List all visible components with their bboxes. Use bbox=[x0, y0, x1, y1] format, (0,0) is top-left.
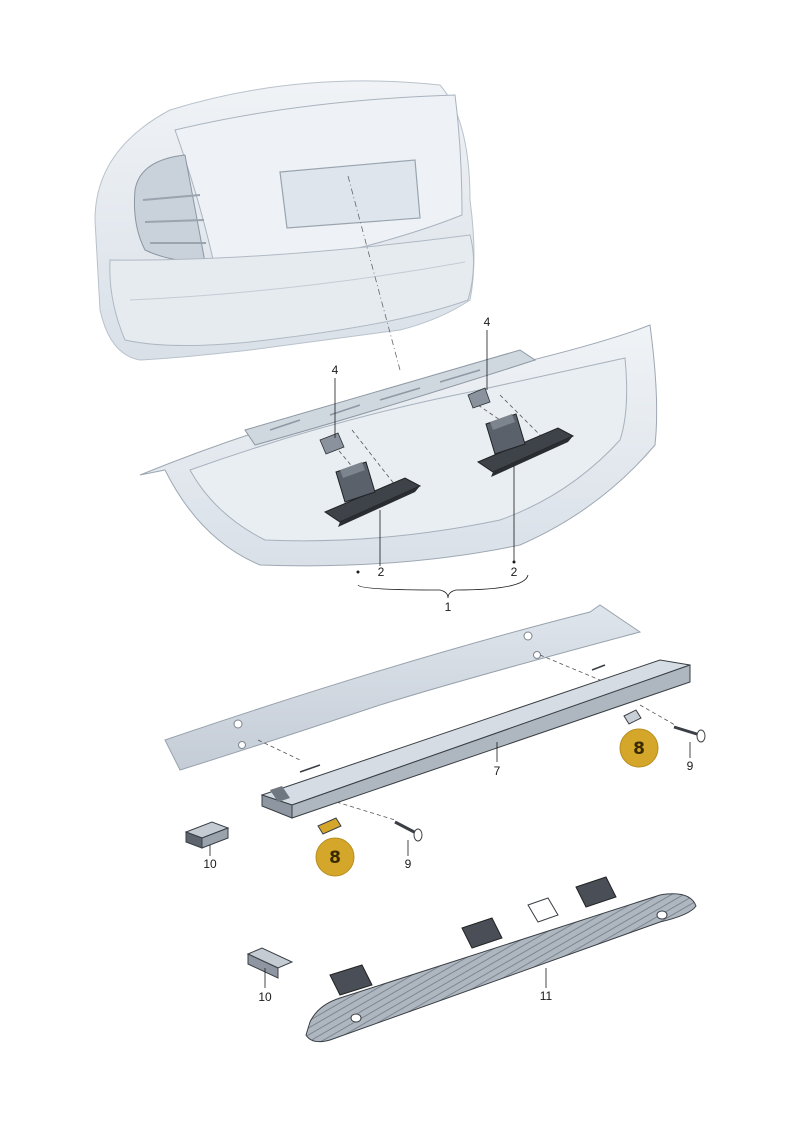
led-bar-part-11 bbox=[305, 876, 697, 1043]
callout-9-left: 9 bbox=[405, 857, 412, 871]
nut-part-8-left bbox=[317, 817, 342, 835]
clip-part-4-right bbox=[467, 387, 491, 409]
callout-2-right: 2 bbox=[511, 565, 518, 579]
callout-4-right: 4 bbox=[484, 315, 491, 329]
backing-panel bbox=[164, 604, 642, 771]
callout-2-left: 2 bbox=[378, 565, 385, 579]
car-rear-body bbox=[94, 80, 475, 361]
trim-panel bbox=[139, 324, 658, 567]
bulb-holder-part-10-upper bbox=[184, 821, 230, 849]
badge-8-right[interactable]: 8 bbox=[619, 728, 659, 768]
nut-part-8-right bbox=[623, 709, 642, 725]
plate-light-part-2-right bbox=[476, 413, 575, 477]
callout-7: 7 bbox=[494, 764, 501, 778]
badge-8-right-label: 8 bbox=[633, 739, 645, 759]
screw-part-9-right bbox=[673, 725, 706, 743]
axis-line bbox=[347, 175, 401, 371]
callout-10-lower: 10 bbox=[258, 990, 272, 1004]
plate-light-part-2-left bbox=[323, 461, 422, 527]
badge-8-left[interactable]: 8 bbox=[315, 837, 355, 877]
screw-part-9-left bbox=[394, 820, 423, 842]
callout-10-upper: 10 bbox=[203, 857, 217, 871]
callout-1: 1 bbox=[445, 600, 452, 614]
group-bracket bbox=[357, 574, 529, 599]
bulb-holder-part-10-lower bbox=[246, 947, 294, 979]
light-housing-part-7 bbox=[260, 659, 691, 819]
callout-9-right: 9 bbox=[687, 759, 694, 773]
callout-4-left: 4 bbox=[332, 363, 339, 377]
clip-part-4-left bbox=[319, 432, 345, 455]
badge-8-left-label: 8 bbox=[329, 848, 341, 868]
callout-11: 11 bbox=[540, 989, 553, 1003]
